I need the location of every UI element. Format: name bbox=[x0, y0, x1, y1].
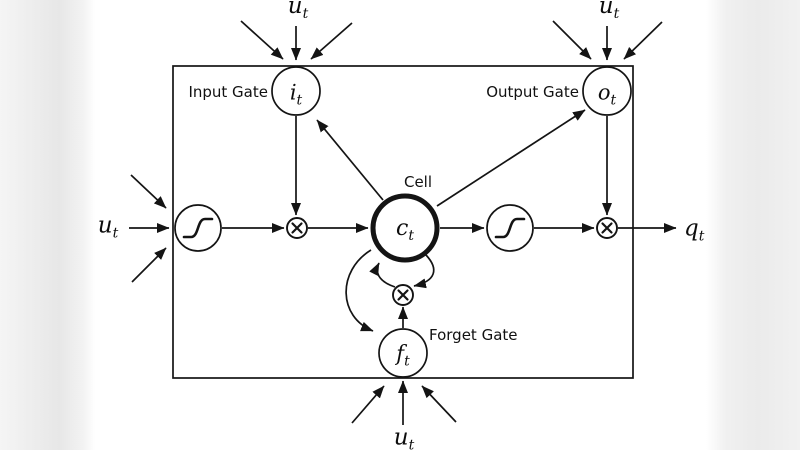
math-base: c bbox=[396, 216, 409, 241]
forget-gate-symbol: ft bbox=[396, 341, 409, 368]
math-subscript: t bbox=[296, 92, 303, 109]
input-gate-symbol: it bbox=[289, 80, 302, 107]
input-gate-node bbox=[271, 66, 321, 116]
input-arrows-bottom bbox=[351, 380, 457, 425]
edge-cell-to-forget-gate-curve bbox=[345, 249, 374, 332]
math-base: i bbox=[289, 80, 297, 105]
output-gate-node bbox=[582, 66, 632, 116]
input-ut-top-right-label: ut bbox=[598, 0, 619, 21]
forget-gate-node bbox=[378, 328, 428, 378]
math-subscript: t bbox=[613, 5, 620, 22]
output-gate-label: Output Gate bbox=[486, 83, 579, 101]
input-arrows-top-right bbox=[552, 20, 663, 61]
input-arrows-left bbox=[129, 174, 170, 283]
math-subscript: t bbox=[404, 353, 410, 370]
cell-node bbox=[370, 193, 440, 263]
input-ut-bottom-label: ut bbox=[393, 424, 415, 450]
multiply-icon bbox=[601, 222, 613, 234]
math-subscript: t bbox=[302, 5, 309, 22]
sigmoid-curve-icon bbox=[494, 217, 526, 239]
math-base: u bbox=[287, 0, 303, 19]
input-gate-label: Input Gate bbox=[188, 83, 268, 101]
multiply-node-forget bbox=[392, 284, 414, 306]
input-ut-top-left-label: ut bbox=[287, 0, 308, 21]
lstm-block-boundary bbox=[172, 65, 634, 379]
edge-cell-to-output-gate bbox=[436, 109, 586, 207]
right-gradient-band bbox=[706, 0, 800, 450]
cell-label-text: Cell bbox=[403, 173, 433, 191]
output-gate-symbol: ot bbox=[597, 80, 616, 107]
cell-label: Cell bbox=[404, 173, 432, 191]
math-subscript: t bbox=[408, 227, 414, 244]
internal-edges bbox=[222, 109, 677, 332]
sigmoid-curve-icon bbox=[182, 217, 214, 239]
cell-symbol: ct bbox=[396, 216, 414, 243]
math-base: q bbox=[684, 215, 699, 242]
edge-cell-to-forget-multiply-curve bbox=[413, 254, 435, 289]
forget-gate-label-text: Forget Gate bbox=[429, 326, 518, 344]
squash-function-left bbox=[174, 204, 222, 252]
output-gate-label-text: Output Gate bbox=[486, 83, 579, 101]
math-base: u bbox=[97, 212, 113, 239]
math-base: o bbox=[597, 80, 611, 105]
math-base: f bbox=[396, 341, 405, 366]
edge-cell-to-input-gate bbox=[316, 119, 384, 201]
math-base: u bbox=[393, 424, 409, 450]
input-gate-label-text: Input Gate bbox=[188, 83, 268, 101]
left-gradient-band bbox=[0, 0, 95, 450]
math-subscript: t bbox=[112, 225, 119, 242]
input-arrows-top-left bbox=[240, 20, 353, 61]
math-base: u bbox=[598, 0, 614, 19]
input-ut-left-label: ut bbox=[97, 212, 119, 242]
multiply-node-output bbox=[596, 217, 618, 239]
multiply-icon bbox=[397, 289, 409, 301]
forget-gate-label: Forget Gate bbox=[429, 326, 518, 344]
output-qt-label: qt bbox=[684, 215, 705, 245]
multiply-icon bbox=[291, 222, 303, 234]
math-subscript: t bbox=[408, 437, 415, 450]
math-subscript: t bbox=[610, 92, 617, 109]
edge-forget-multiply-to-cell-curve bbox=[369, 262, 396, 288]
math-subscript: t bbox=[698, 228, 705, 245]
multiply-node-input bbox=[286, 217, 308, 239]
squash-function-right bbox=[486, 204, 534, 252]
